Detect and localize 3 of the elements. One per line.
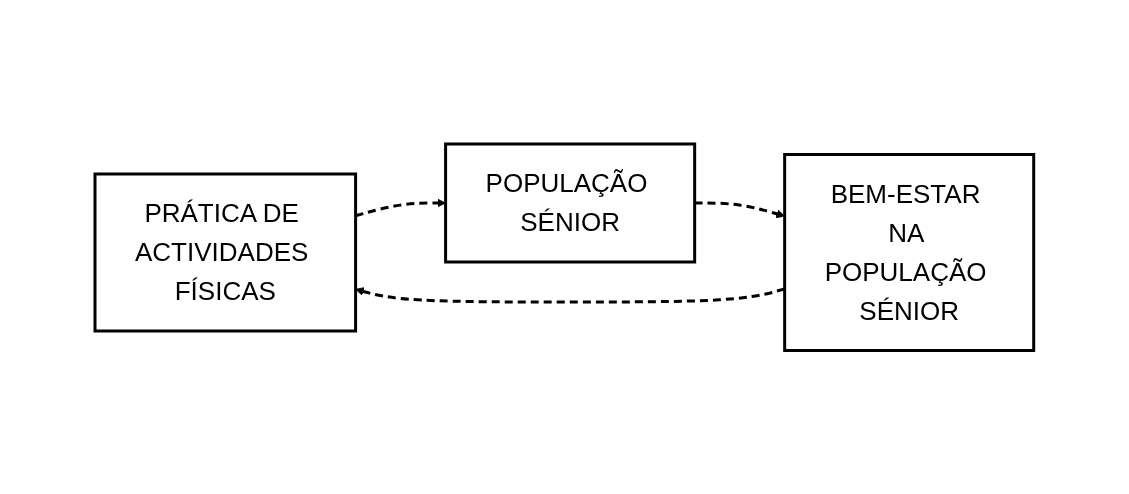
node-box: BEM-ESTAR NA POPULAÇÃO SÉNIOR xyxy=(783,152,1036,352)
node-box: POPULAÇÃO SÉNIOR xyxy=(444,142,697,264)
node-box: PRÁTICA DE ACTIVIDADES FÍSICAS xyxy=(93,172,358,333)
